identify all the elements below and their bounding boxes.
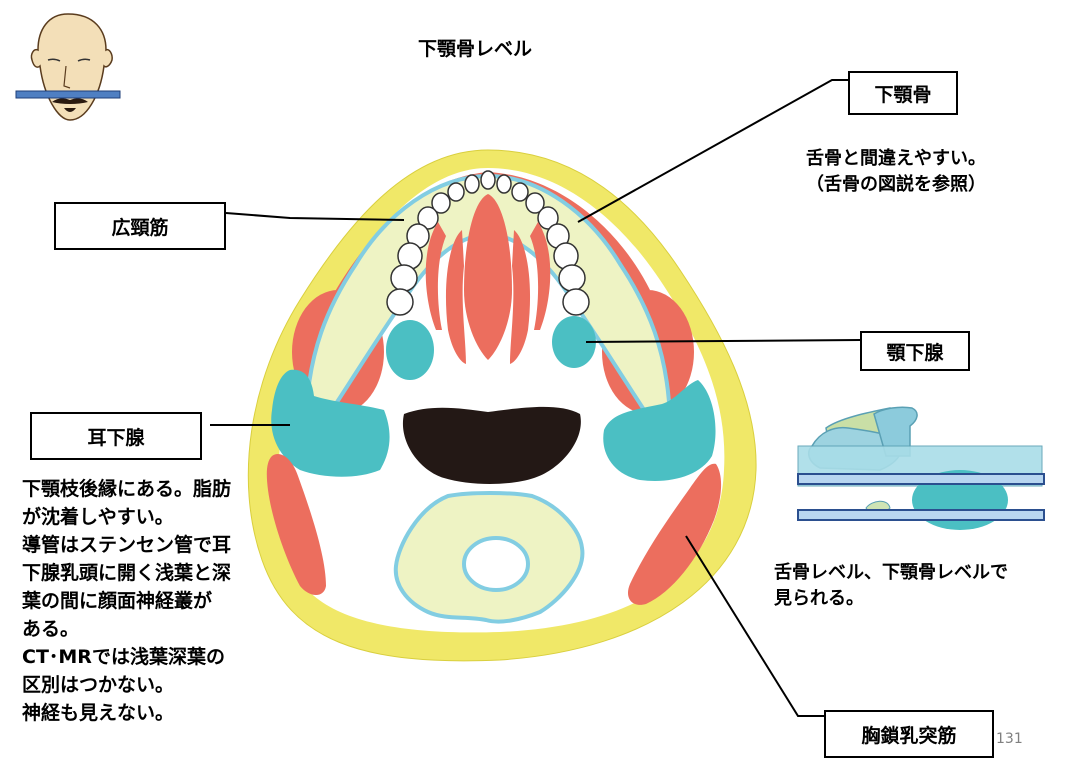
vertebral-canal	[462, 536, 530, 592]
leader-lines	[210, 79, 861, 717]
label-sternocleidomastoid: 胸鎖乳突筋	[824, 710, 994, 758]
level-note: 舌骨レベル、下顎骨レベルで 見られる。	[774, 560, 1008, 612]
label-mandible: 下顎骨	[848, 71, 958, 115]
parotid-note-line: 下腺乳頭に開く浅葉と深	[22, 562, 232, 584]
parotid-note-line: 葉の間に顔面神経叢が	[22, 590, 213, 612]
parotid-note: 下顎枝後縁にある。脂肪 が沈着しやすい。 導管はステンセン管で耳 下腺乳頭に開く…	[22, 475, 232, 727]
mandible-note: 舌骨と間違えやすい。 （舌骨の図説を参照）	[806, 146, 986, 198]
parotid-note-line: 導管はステンセン管で耳	[22, 534, 232, 556]
parotid-note-line: CT･MRでは浅葉深葉の	[22, 646, 225, 668]
tongue-muscles	[425, 194, 551, 364]
label-submandibular: 顎下腺	[860, 331, 970, 371]
level-note-line2: 見られる。	[774, 588, 864, 609]
parotid-note-line: 下顎枝後縁にある。脂肪	[22, 478, 232, 500]
parotid-note-line: ある。	[22, 618, 80, 640]
submandibular-gland-left	[386, 320, 434, 380]
scm-right	[627, 463, 722, 605]
mandible-note-line1: 舌骨と間違えやすい。	[806, 148, 986, 169]
parotid-note-line: 神経も見えない。	[22, 702, 175, 724]
parotid-note-line: 区別はつかない。	[22, 674, 175, 696]
page-title: 下顎骨レベル	[418, 38, 533, 60]
teeth	[386, 170, 590, 316]
mandible-3d-sketch	[797, 406, 1045, 530]
scm-left	[266, 454, 326, 595]
page-number: 131	[996, 731, 1023, 747]
submandibular-gland-right	[552, 316, 596, 368]
parotid-gland-right	[603, 380, 716, 481]
parotid-note-line: が沈着しやすい。	[22, 506, 174, 528]
label-platysma: 広頸筋	[54, 202, 226, 250]
mandible-note-line2: （舌骨の図説を参照）	[806, 174, 986, 195]
level-note-line1: 舌骨レベル、下顎骨レベルで	[774, 562, 1008, 583]
airway	[402, 406, 581, 484]
parotid-gland-left	[271, 369, 390, 477]
head-level-icon	[15, 13, 121, 121]
label-parotid: 耳下腺	[30, 412, 202, 460]
